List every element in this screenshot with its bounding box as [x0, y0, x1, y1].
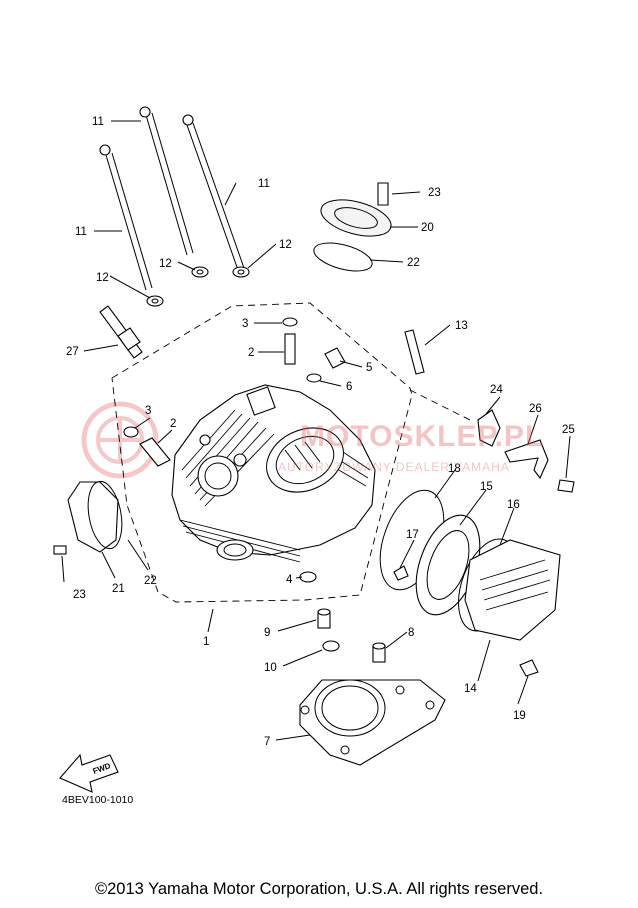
callout-5: 5 — [366, 362, 372, 374]
cylinder-head — [171, 384, 376, 563]
watermark-tagline: AUTORYZOWANY DEALER YAMAHA — [278, 460, 510, 474]
watermark-logo-icon — [81, 401, 159, 479]
callout-9: 9 — [264, 627, 270, 639]
copyright-notice: ©2013 Yamaha Motor Corporation, U.S.A. A… — [94, 880, 544, 898]
valve-covers-right — [379, 489, 561, 677]
watermark-brand: MOTOSKLEP.PL — [300, 420, 545, 453]
callout-4: 4 — [286, 574, 293, 586]
callout-11: 11 — [75, 226, 87, 238]
spark-plug — [99, 305, 143, 359]
diagram-code: 4BEV100-1010 — [62, 794, 133, 806]
callout-11: 11 — [258, 178, 270, 190]
callout-14: 14 — [464, 683, 477, 695]
dowel-pins — [299, 571, 386, 663]
callout-21: 21 — [112, 583, 125, 595]
tappet-cover-top — [313, 182, 392, 272]
callout-22: 22 — [144, 575, 157, 587]
callout-24: 24 — [490, 384, 503, 396]
callout-8: 8 — [408, 627, 414, 639]
head-bolts — [99, 106, 245, 291]
callout-7: 7 — [264, 736, 270, 748]
callout-2: 2 — [170, 418, 176, 430]
callout-20: 20 — [421, 222, 434, 234]
callout-10: 10 — [264, 662, 277, 674]
leader-lines — [61, 120, 571, 741]
callout-18: 18 — [448, 463, 461, 475]
callout-6: 6 — [346, 381, 352, 393]
callout-3: 3 — [145, 405, 151, 417]
washers — [146, 266, 250, 307]
callout-27: 27 — [66, 346, 79, 358]
callout-15: 15 — [480, 481, 493, 493]
brackets — [477, 409, 575, 493]
callout-3: 3 — [242, 318, 248, 330]
fwd-arrow-icon: FWD — [59, 753, 119, 793]
callout-22: 22 — [407, 257, 420, 269]
callout-11: 11 — [92, 116, 104, 128]
callout-1: 1 — [203, 636, 209, 648]
callout-23: 23 — [428, 187, 441, 199]
cylinder-head-gasket — [299, 679, 446, 766]
callout-23: 23 — [73, 589, 86, 601]
callout-labels: 11 11 11 12 12 12 23 20 22 13 3 2 5 6 27… — [66, 116, 575, 748]
callout-19: 19 — [513, 710, 526, 722]
callout-17: 17 — [406, 529, 419, 541]
callout-12: 12 — [159, 258, 172, 270]
callout-2: 2 — [248, 347, 254, 359]
callout-26: 26 — [529, 403, 542, 415]
side-cover-left — [53, 480, 123, 555]
callout-16: 16 — [507, 499, 520, 511]
callout-25: 25 — [562, 424, 575, 436]
callout-12: 12 — [279, 239, 292, 251]
callout-13: 13 — [455, 320, 468, 332]
dealer-watermark — [81, 401, 159, 479]
assembly-dashed-outline — [111, 302, 471, 603]
callout-12: 12 — [96, 272, 109, 284]
small-parts — [123, 317, 425, 467]
